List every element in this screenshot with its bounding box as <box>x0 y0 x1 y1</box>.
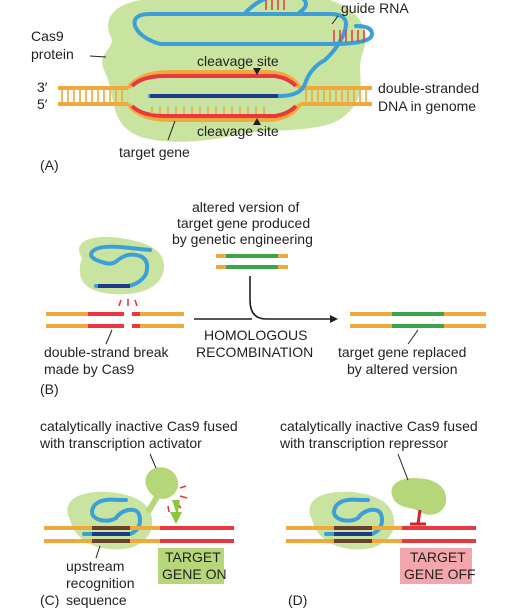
double-strand-break-label-line1: double-strand break <box>44 344 170 360</box>
dna-label-line2: DNA in genome <box>378 98 476 114</box>
altered-gene-donor <box>216 254 288 269</box>
target-gene-on-label-line2: GENE ON <box>162 566 227 582</box>
panel-a-label: (A) <box>40 157 59 173</box>
cas9-protein-label-line1: Cas9 <box>31 28 64 44</box>
guide-rna-label: guide RNA <box>341 0 409 16</box>
break-burst-b <box>118 299 138 307</box>
target-gene-off-box <box>400 548 472 584</box>
dna-c <box>44 526 234 543</box>
recombination-label: RECOMBINATION <box>196 344 313 360</box>
cleavage-marker-top <box>253 68 261 75</box>
panel-d-label: (D) <box>288 592 307 608</box>
panel-b-label: (B) <box>40 381 59 397</box>
target-replaced-label-line2: by altered version <box>347 361 458 377</box>
three-prime-end-label: 3′ <box>37 79 48 95</box>
broken-dna <box>46 312 184 328</box>
panel-c-label: (C) <box>40 592 59 608</box>
panel-c: catalytically inactive Cas9 fused with t… <box>39 418 238 608</box>
target-gene-off-label-line2: GENE OFF <box>404 566 476 582</box>
target-gene-off-label-line1: TARGET <box>410 549 466 565</box>
activation-arrow <box>170 500 182 524</box>
panel-d-title-line2: with transcription repressor <box>279 435 448 451</box>
guide-rna-c <box>82 497 143 536</box>
target-replaced-label-line1: target gene replaced <box>338 344 466 360</box>
altered-label-line2: target gene produced <box>177 215 310 231</box>
recombination-arrow <box>249 276 332 320</box>
transcription-repressor <box>391 478 447 515</box>
target-gene-strands <box>130 74 298 118</box>
panel-b: altered version of target gene produced … <box>40 199 486 397</box>
guide-rna-b <box>89 244 152 288</box>
cleavage-site-top-label: cleavage site <box>197 53 279 69</box>
cleavage-site-bottom-label: cleavage site <box>197 123 279 139</box>
cleavage-marker-bottom <box>253 118 261 125</box>
panel-a: guide RNA Cas9 protein cleavage site cle… <box>31 0 479 173</box>
replaced-dna <box>350 312 486 328</box>
upstream-label-line2: recognition <box>66 575 135 591</box>
double-strand-break-label-line2: made by Cas9 <box>44 361 134 377</box>
target-gene-on-box <box>158 548 224 584</box>
upstream-label-line3: sequence <box>66 592 127 608</box>
dna-d <box>286 526 476 543</box>
guide-rna-d <box>324 497 385 536</box>
target-gene-label: target gene <box>119 144 190 160</box>
panel-d-title-line1: catalytically inactive Cas9 fused <box>280 418 478 434</box>
panel-c-title-line2: with transcription activator <box>39 435 202 451</box>
cas9-protein-label-line2: protein <box>31 46 74 62</box>
upstream-label-line1: upstream <box>66 558 124 574</box>
target-gene-on-label-line1: TARGET <box>165 549 221 565</box>
panel-c-title-line1: catalytically inactive Cas9 fused <box>40 418 238 434</box>
transcription-activator <box>145 467 179 499</box>
five-prime-end-label: 5′ <box>37 96 48 112</box>
altered-label-line1: altered version of <box>192 199 300 215</box>
altered-label-line3: by genetic engineering <box>172 231 313 247</box>
homologous-label: HOMOLOGOUS <box>204 327 307 343</box>
panel-d: catalytically inactive Cas9 fused with t… <box>279 418 478 608</box>
dna-label-line1: double-stranded <box>378 80 479 96</box>
